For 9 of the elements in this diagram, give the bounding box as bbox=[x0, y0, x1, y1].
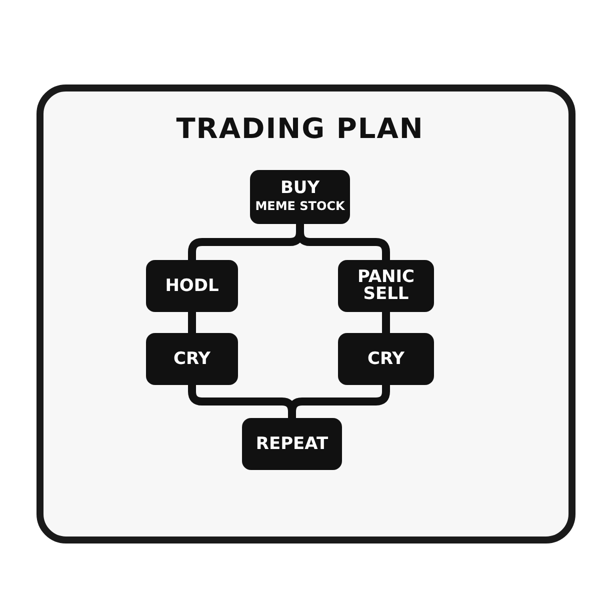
process-box: CRY bbox=[146, 333, 238, 385]
connector-line bbox=[382, 312, 390, 333]
process-box: HODL bbox=[146, 260, 238, 312]
connector-line bbox=[188, 312, 196, 333]
process-box: REPEAT bbox=[242, 418, 342, 470]
process-box: PANIC SELL bbox=[338, 260, 434, 312]
process-box: CRY bbox=[338, 333, 434, 385]
diagram-title: TRADING PLAN bbox=[176, 112, 424, 145]
process-box: BUY MEME STOCK bbox=[250, 170, 350, 224]
